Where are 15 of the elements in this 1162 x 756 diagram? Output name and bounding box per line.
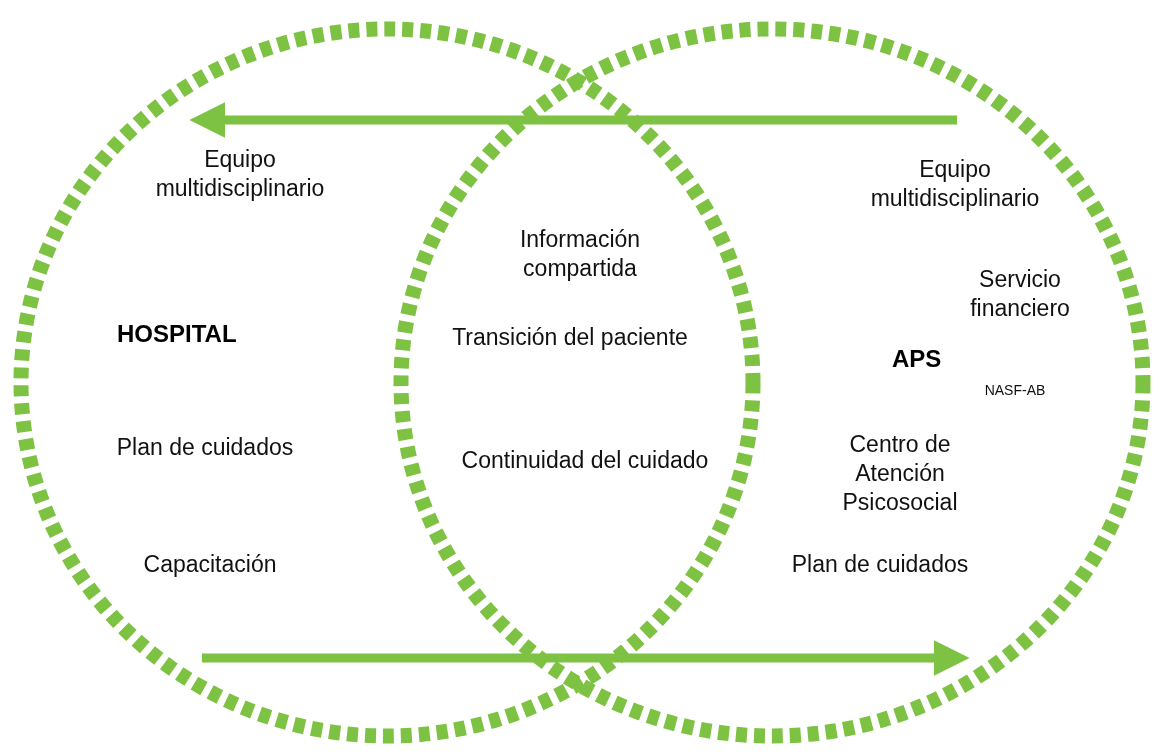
text-label: NASF-AB bbox=[983, 382, 1047, 400]
text-label: Capacitación bbox=[142, 550, 278, 579]
text-label: Equipo multidisciplinario bbox=[869, 155, 1041, 213]
text-label: Transición del paciente bbox=[451, 323, 689, 352]
circle-title: APS bbox=[892, 345, 942, 373]
arrow bbox=[202, 640, 970, 676]
circle-title: HOSPITAL bbox=[117, 320, 237, 348]
arrow bbox=[189, 102, 957, 138]
text-label: Información compartida bbox=[518, 225, 642, 283]
text-label: Plan de cuidados bbox=[790, 550, 970, 579]
text-label: Continuidad del cuidado bbox=[460, 446, 710, 475]
text-label: Equipo multidisciplinario bbox=[154, 145, 326, 203]
text-label: Servicio financiero bbox=[969, 265, 1071, 323]
text-label: Centro de Atención Psicosocial bbox=[841, 430, 959, 517]
text-label: Plan de cuidados bbox=[115, 433, 295, 462]
